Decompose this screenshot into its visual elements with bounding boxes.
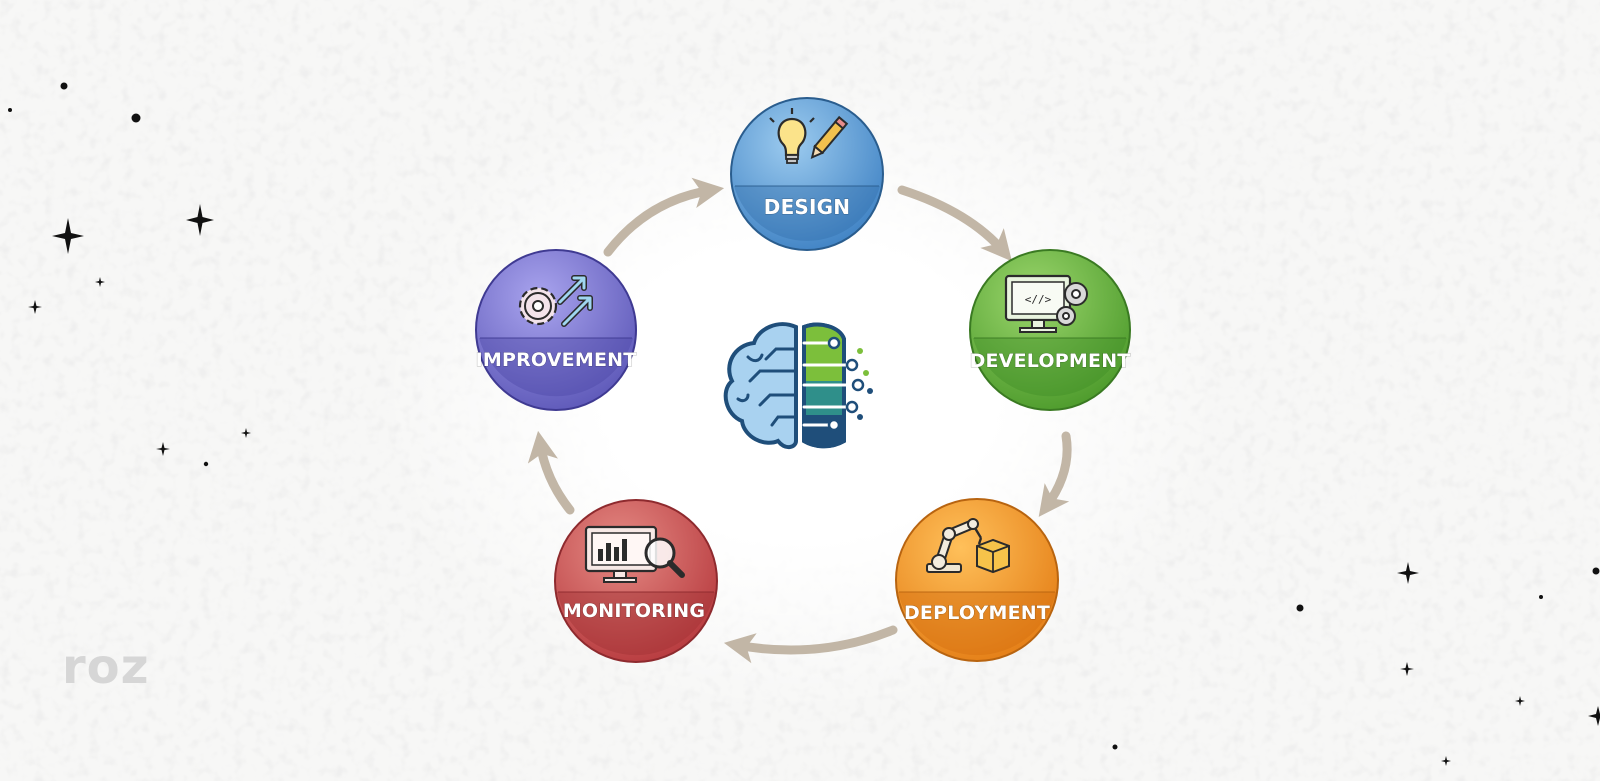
arrow-development-to-deployment bbox=[1038, 431, 1072, 517]
arrow-improvement-to-design bbox=[603, 177, 725, 257]
stage-label-improvement: IMPROVEMENT bbox=[476, 349, 637, 371]
arrow-monitoring-to-improvement bbox=[527, 430, 575, 515]
stage-development[interactable]: <//> DEVELOPMENT bbox=[969, 249, 1131, 411]
arrow-deployment-to-monitoring bbox=[723, 625, 898, 664]
lightbulb-pencil-icon bbox=[769, 108, 849, 164]
stage-design[interactable]: DESIGN bbox=[730, 97, 884, 251]
svg-text:<//>: <//> bbox=[1025, 293, 1052, 306]
dashboard-magnifier-icon bbox=[584, 525, 685, 583]
stage-label-development: DEVELOPMENT bbox=[970, 350, 1131, 372]
stage-monitoring[interactable]: MONITORING bbox=[554, 499, 718, 663]
stars-left bbox=[8, 82, 251, 467]
stage-deployment[interactable]: DEPLOYMENT bbox=[895, 498, 1059, 662]
stage-label-design: DESIGN bbox=[764, 195, 850, 219]
stage-improvement[interactable]: IMPROVEMENT bbox=[475, 249, 637, 411]
stage-label-deployment: DEPLOYMENT bbox=[904, 602, 1050, 624]
monitor-code-gears-icon: <//> bbox=[1004, 274, 1088, 333]
gear-arrows-up-icon bbox=[518, 275, 593, 327]
brand-logo: roz bbox=[62, 639, 150, 695]
stars-right bbox=[1112, 562, 1600, 766]
stage-label-monitoring: MONITORING bbox=[563, 600, 705, 622]
cycle-arrows bbox=[527, 177, 1072, 664]
robot-arm-box-icon bbox=[926, 518, 1010, 574]
brain-circuit-icon bbox=[723, 322, 873, 449]
arrow-design-to-development bbox=[897, 185, 1012, 262]
